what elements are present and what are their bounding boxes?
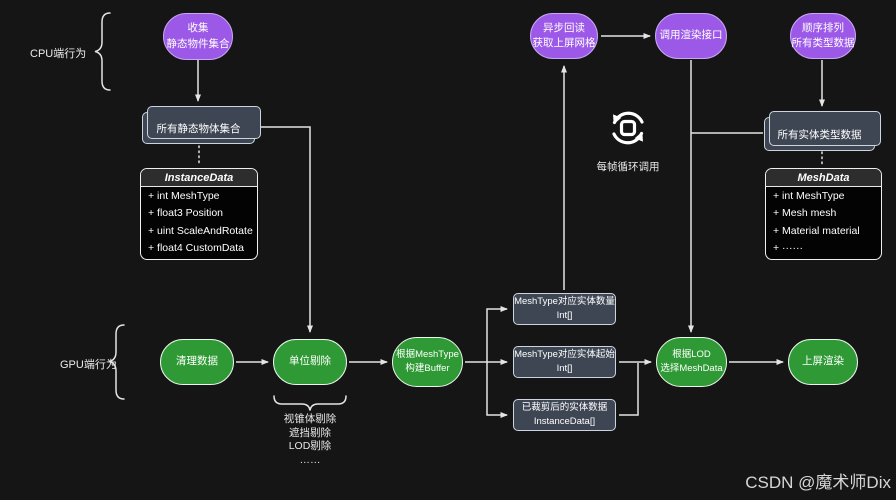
store-static-objects: 所有静态物体集合 <box>142 106 261 144</box>
store-entity-type-data: 所有实体类型数据 <box>764 111 881 151</box>
cpu-section-label: CPU端行为 <box>30 48 87 60</box>
node-select-meshdata-by-lod: 根据LOD 选择MeshData <box>656 337 727 387</box>
buffer-culled-entities: 已裁剪后的实体数据 InstanceData[] <box>513 399 616 431</box>
class-field: + int MeshType <box>148 189 220 202</box>
class-mesh-data: MeshData + int MeshType + Mesh mesh + Ma… <box>765 168 882 260</box>
node-label: 构建Buffer <box>405 363 450 374</box>
node-build-buffer-by-meshtype: 根据MeshType 构建Buffer <box>392 337 463 387</box>
node-label: 异步回读 <box>543 21 585 34</box>
watermark: CSDN @魔术师Dix <box>745 473 891 492</box>
node-label: 收集 <box>187 22 209 35</box>
node-label: 单位剔除 <box>289 355 331 368</box>
loop-caption: 每帧循环调用 <box>596 161 660 173</box>
node-label: 上屏渲染 <box>802 355 844 368</box>
store-label: 所有静态物体集合 <box>156 122 241 135</box>
class-field: + ······ <box>773 242 804 255</box>
class-field: + uint ScaleAndRotate <box>148 224 253 237</box>
class-field: + float3 Position <box>148 207 224 220</box>
class-field: + float4 CustomData <box>148 242 245 255</box>
buffer-type: Int[] <box>556 363 573 374</box>
node-sort-all-type-data: 顺序排列 所有类型数据 <box>790 13 856 59</box>
buffer-label: MeshType对应实体起始 <box>514 349 615 360</box>
culling-note-line: …… <box>299 453 321 466</box>
node-label: 根据LOD <box>672 349 711 361</box>
buffer-type: Int[] <box>556 310 573 321</box>
cpu-brace-icon <box>94 12 111 91</box>
node-label: 根据MeshType <box>396 349 459 361</box>
class-title: MeshData <box>766 169 881 187</box>
node-async-readback: 异步回读 获取上屏网格 <box>530 13 598 59</box>
node-label: 调用渲染接口 <box>659 29 723 42</box>
culling-note-line: LOD剔除 <box>288 440 332 452</box>
culling-note: 视锥体剔除 遮挡剔除 LOD剔除 …… <box>262 413 358 467</box>
node-clean-data: 清理数据 <box>160 339 234 385</box>
buffer-label: MeshType对应实体数量 <box>514 296 615 307</box>
class-field: + Material material <box>773 224 860 237</box>
node-label: 顺序排列 <box>802 21 844 34</box>
class-instance-data: InstanceData + int MeshType + float3 Pos… <box>140 168 258 260</box>
buffer-label: 已裁剪后的实体数据 <box>521 402 608 413</box>
class-title: InstanceData <box>141 169 257 187</box>
connector-static-store-to-unit-culling <box>256 126 313 333</box>
connector-build-to-culled-entities <box>486 362 508 418</box>
class-field: + Mesh mesh <box>773 207 837 220</box>
gpu-section-label: GPU端行为 <box>60 359 117 371</box>
buffer-entity-count: MeshType对应实体数量 Int[] <box>513 293 616 325</box>
class-field: + int MeshType <box>773 189 845 202</box>
culling-brace-icon <box>273 395 347 411</box>
connector-build-to-entity-count <box>486 306 508 362</box>
buffer-type: InstanceData[] <box>533 416 596 427</box>
node-label: 选择MeshData <box>660 363 723 374</box>
node-label: 清理数据 <box>176 355 218 368</box>
node-screen-render: 上屏渲染 <box>788 339 858 385</box>
node-label: 静态物件集合 <box>166 37 230 50</box>
buffer-entity-start: MeshType对应实体起始 Int[] <box>513 346 616 378</box>
node-call-render-api: 调用渲染接口 <box>655 13 727 59</box>
node-label: 获取上屏网格 <box>532 37 596 49</box>
node-unit-culling: 单位剔除 <box>273 339 347 385</box>
culling-note-line: 视锥体剔除 <box>283 413 337 425</box>
node-collect-static-objects: 收集 静态物件集合 <box>163 13 233 60</box>
node-label: 所有类型数据 <box>791 37 855 49</box>
connector-culled-entities-to-select-lod <box>619 363 639 416</box>
culling-note-line: 遮挡剔除 <box>289 426 331 439</box>
store-label: 所有实体类型数据 <box>777 128 862 141</box>
loop-refresh-icon <box>612 111 644 145</box>
